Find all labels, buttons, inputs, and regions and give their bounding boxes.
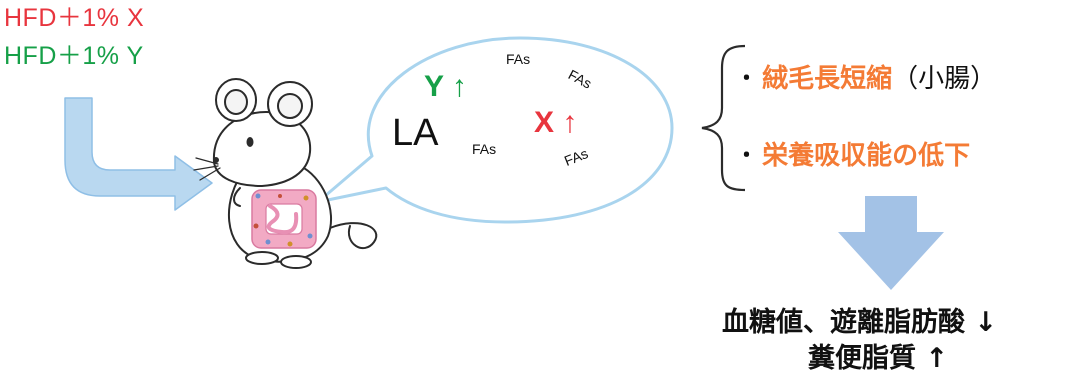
effect-villus: ･ 絨毛長短縮（小腸） [740, 66, 996, 92]
la-label: LA [392, 112, 439, 154]
marker-x: X ↑ [534, 108, 577, 138]
effect-villus-suffix: （小腸） [892, 64, 997, 94]
fas-label-3: FAs [472, 141, 497, 157]
curved-arrow-icon [64, 97, 213, 211]
fas-label-1: FAs [506, 51, 531, 67]
speech-bubble-icon [316, 36, 674, 224]
marker-y-arrow: ↑ [451, 70, 467, 103]
brace-icon [701, 44, 746, 192]
result-line-2: 糞便脂質 ↑ [808, 343, 949, 374]
diet-label-y: HFD＋1% Y [4, 42, 144, 70]
marker-x-letter: X [534, 106, 555, 139]
marker-y-letter: Y [424, 70, 444, 103]
down-arrow-icon [838, 196, 944, 290]
bullet: ･ [740, 64, 754, 94]
effect-absorption-text: 栄養吸収能の低下 [762, 141, 971, 171]
marker-x-arrow: ↑ [562, 106, 578, 139]
effect-absorption: ･ 栄養吸収能の低下 [740, 143, 970, 169]
result-line-1: 血糖値、遊離脂肪酸 ↓ [722, 307, 998, 338]
intestine-icon [251, 189, 317, 249]
bullet: ･ [740, 141, 754, 171]
marker-y: Y ↑ [424, 72, 467, 102]
effect-villus-text: 絨毛長短縮 [762, 64, 893, 94]
diet-label-x: HFD＋1% X [4, 4, 145, 32]
